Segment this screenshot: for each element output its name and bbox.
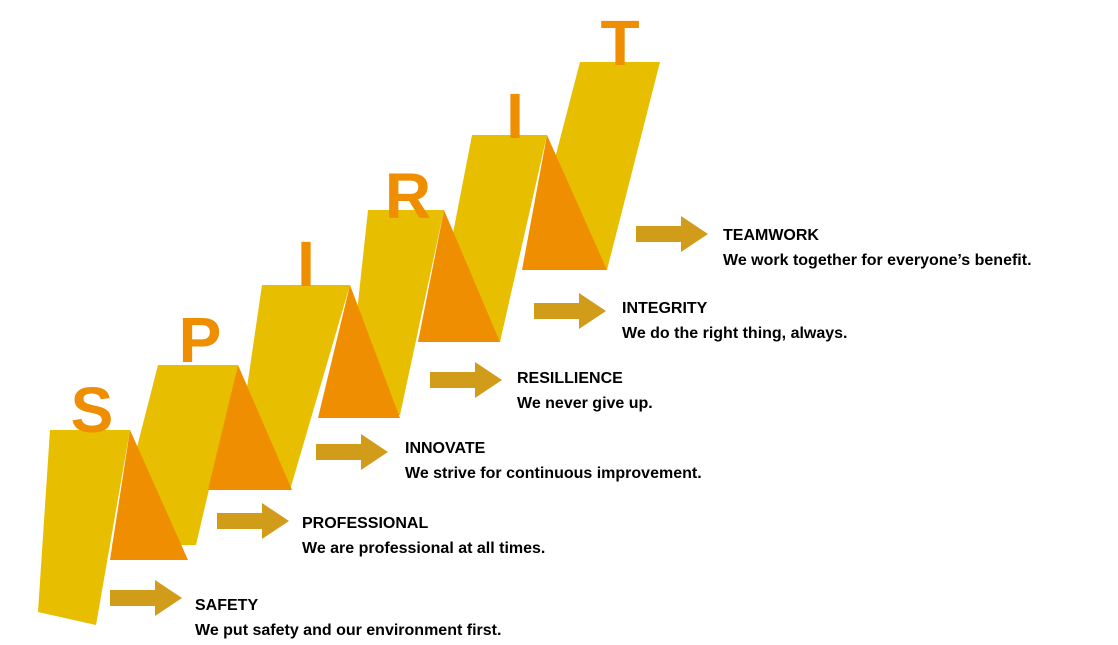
value-resillience: RESILLIENCE We never give up. [517, 367, 653, 417]
value-name: INNOVATE [405, 440, 486, 457]
arrow-icon [636, 216, 708, 252]
value-name: TEAMWORK [723, 227, 819, 244]
value-description: We are professional at all times. [302, 539, 546, 557]
step-letter: R [385, 160, 431, 232]
value-integrity: INTEGRITY We do the right thing, always. [622, 297, 848, 347]
step-letter: I [506, 80, 524, 152]
step-shadow [208, 365, 292, 490]
value-description: We put safety and our environment first. [195, 621, 502, 639]
arrow-icon [110, 580, 182, 616]
arrow-icon [534, 293, 606, 329]
step-letter: P [179, 304, 222, 376]
value-name: PROFESSIONAL [302, 515, 429, 532]
value-description: We work together for everyone’s benefit. [723, 251, 1032, 269]
step-shadow [318, 285, 400, 418]
value-teamwork: TEAMWORK We work together for everyone’s… [723, 224, 1032, 274]
step-letter: S [71, 374, 114, 446]
value-professional: PROFESSIONAL We are professional at all … [302, 512, 545, 562]
value-safety: SAFETY We put safety and our environment… [195, 594, 501, 644]
value-name: RESILLIENCE [517, 370, 623, 387]
step-panel [38, 430, 130, 625]
step-shadow [522, 135, 607, 270]
value-name: INTEGRITY [622, 300, 708, 317]
step-shadow [418, 210, 500, 342]
step-letter: T [600, 7, 639, 79]
step-letter: I [297, 228, 315, 300]
value-innovate: INNOVATE We strive for continuous improv… [405, 437, 702, 487]
arrow-icon [430, 362, 502, 398]
value-name: SAFETY [195, 597, 259, 614]
value-description: We never give up. [517, 394, 653, 412]
step-shadow [110, 430, 188, 560]
value-description: We do the right thing, always. [622, 324, 848, 342]
value-description: We strive for continuous improvement. [405, 464, 702, 482]
arrow-icon [217, 503, 289, 539]
arrow-icon [316, 434, 388, 470]
